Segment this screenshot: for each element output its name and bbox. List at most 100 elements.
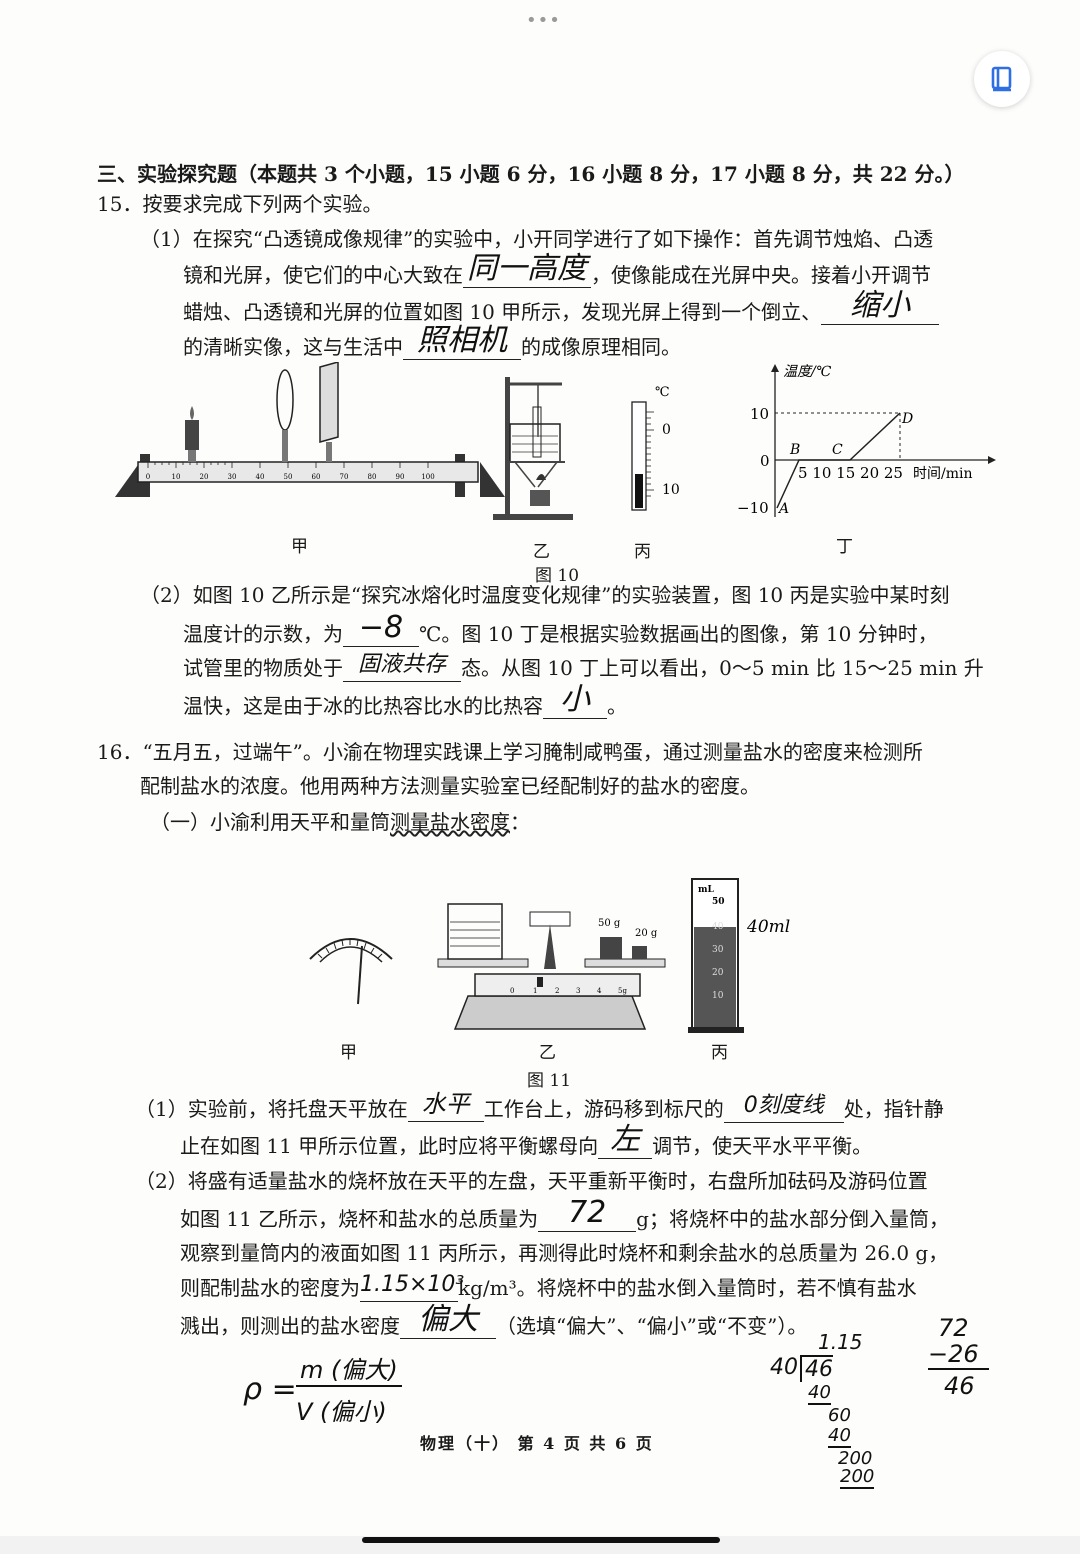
ruler-tick-label: 20 [200, 473, 209, 481]
q15-p2-line4-text-b: 。 [607, 694, 627, 718]
q16-p2-line5: 溅出，则测出的盐水密度偏大 （选填“偏大”、“偏小”或“不变”）。 [180, 1305, 808, 1339]
answer-blank-3: 照相机 [403, 326, 521, 360]
q16-p2-line5-text-a: 溅出，则测出的盐水密度 [180, 1314, 400, 1338]
convex-lens [276, 369, 294, 431]
thermometer: ℃ 0 10 [631, 385, 680, 511]
q16-part1-heading: （一）小渝利用天平和量筒测量盐水密度： [150, 810, 530, 834]
beaker [447, 903, 503, 960]
q16-p1-line2: 止在如图 11 甲所示位置，此时应将平衡螺母向左调节，使天平水平平衡。 [180, 1125, 873, 1159]
q15-p2-line4: 温快，这是由于冰的比热容比水的比热容小。 [183, 685, 627, 719]
cylinder-unit: mL [698, 885, 715, 895]
handwritten-answer: 1.15×10³ [360, 1272, 465, 1297]
rider-tick: 1 [533, 987, 537, 995]
more-options-dots[interactable]: ••• [526, 10, 561, 31]
candle [185, 420, 199, 450]
q16-p1-line1-text-a: （1）实验前，将托盘天平放在 [135, 1097, 408, 1121]
fig11-label-jia: 甲 [340, 1043, 357, 1063]
thermometer-unit: ℃ [655, 385, 670, 400]
handwritten-answer: 缩小 [850, 288, 911, 323]
weight-label-20g: 20 g [635, 928, 658, 939]
q15-p1-line2: 镜和光屏，使它们的中心大致在同一高度，使像能成在光屏中央。接着小开调节 [183, 254, 931, 288]
q15-p2-line2-text-b: ℃。图 10 丁是根据实验数据画出的图像，第 10 分钟时， [419, 622, 938, 646]
rider-tick: 0 [510, 987, 514, 995]
answer-blank-11: 1.15×10³ [360, 1273, 464, 1302]
note-denominator: V (偏小) [296, 1398, 387, 1426]
note-division-quotient: 1.15 [818, 1330, 863, 1354]
q16-p2-line1: （2）将盛有适量盐水的烧杯放在天平的左盘，天平重新平衡时，右盘所加砝码及游码位置 [135, 1169, 928, 1193]
graph-y-0: 0 [760, 452, 770, 470]
handwritten-answer: −8 [358, 610, 404, 645]
note-density-symbol: ρ = [243, 1372, 297, 1407]
q15-p2-line1: （2）如图 10 乙所示是“探究冰熔化时温度变化规律”的实验装置，图 10 丙是… [140, 583, 950, 607]
note-division-step: 200 [840, 1466, 875, 1489]
note-division-step: 200 [838, 1448, 873, 1469]
cylinder-handwritten-note: 40ml [746, 917, 790, 937]
light-screen [319, 362, 339, 443]
q15-p1-line4-text-b: 的成像原理相同。 [521, 335, 681, 359]
note-division-step: 40 [808, 1382, 831, 1405]
handwritten-answer: 72 [568, 1195, 607, 1230]
handwritten-answer: 偏大 [418, 1302, 478, 1337]
book-reader-button[interactable] [974, 51, 1030, 107]
graph-curve [776, 412, 901, 509]
q15-p2-line2: 温度计的示数，为−8℃。图 10 丁是根据实验数据画出的图像，第 10 分钟时， [183, 613, 938, 647]
answer-blank-5: 固液共存 [343, 653, 461, 682]
q15-p1-line4-text-a: 的清晰实像，这与生活中 [183, 335, 403, 359]
q16-p1-line2-text-b: 调节，使天平水平平衡。 [652, 1134, 873, 1158]
note-subtraction-result: 46 [944, 1372, 975, 1400]
figure-10: 0 10 20 30 40 50 60 70 80 90 100 [115, 362, 996, 520]
q16-part1-text-a: （一）小渝利用天平和量筒 [150, 810, 390, 834]
q15-intro: 15．按要求完成下列两个实验。 [97, 192, 383, 216]
cylinder-mark-30: 30 [712, 945, 724, 955]
cylinder-mark-40: 40 [712, 922, 724, 932]
q15-p2-line3: 试管里的物质处于固液共存态。从图 10 丁上可以看出，0～5 min 比 15～… [183, 653, 984, 682]
q15-p1-line3: 蜡烛、凸透镜和光屏的位置如图 10 甲所示，发现光屏上得到一个倒立、缩小 [183, 291, 940, 325]
answer-blank-2: 缩小 [821, 291, 940, 325]
book-reader-icon [991, 66, 1012, 92]
weight-20g [632, 946, 647, 959]
home-indicator-bar[interactable] [362, 1537, 720, 1543]
ruler-tick-label: 70 [340, 473, 349, 481]
balance-scale: 50 g 20 g 0 1 2 3 4 5g [437, 903, 666, 1030]
handwritten-answer: 固液共存 [357, 652, 446, 677]
q16-p2-line4-text-b: kg/m³。将烧杯中的盐水倒入量筒时，若不慎有盐水 [458, 1276, 917, 1300]
cylinder-liquid [694, 927, 736, 1027]
q16-line2: 配制盐水的浓度。他用两种方法测量实验室已经配制好的盐水的密度。 [140, 774, 760, 798]
flame [190, 406, 194, 420]
q16-p2-line5-text-b: （选填“偏大”、“偏小”或“不变”）。 [496, 1314, 808, 1338]
q16-part1-text-c: ： [510, 810, 530, 834]
temperature-time-graph: 温度/℃ 10 0 −10 5 10 15 20 25 时间/min A B C… [737, 364, 996, 517]
fig10-label-ding: 丁 [836, 537, 853, 557]
handwritten-answer: 照相机 [417, 323, 507, 358]
answer-blank-8: 0刻度线 [723, 1094, 844, 1123]
answer-blank-7: 水平 [407, 1092, 484, 1122]
pointer-needle [357, 945, 363, 1005]
graph-point-d: D [901, 411, 913, 427]
note-division-dividend: 46 [800, 1355, 833, 1382]
ruler-tick-label: 0 [146, 473, 150, 481]
answer-blank-10: 72 [538, 1198, 637, 1232]
ruler-tick-label: 80 [368, 473, 377, 481]
graph-y-10: 10 [750, 405, 769, 423]
answer-blank-9: 左 [598, 1125, 653, 1159]
handwritten-answer: 左 [610, 1122, 641, 1157]
answer-blank-6: 小 [543, 685, 607, 719]
ruler-ticks [147, 462, 429, 468]
thermometer-label-0: 0 [662, 422, 671, 438]
ruler-tick-label: 30 [228, 473, 237, 481]
answer-blank-4: −8 [343, 613, 419, 647]
graph-point-a: A [777, 501, 789, 517]
q15-p1-line2-text-b: ，使像能成在光屏中央。接着小开调节 [591, 263, 931, 287]
weight-50g [600, 937, 622, 959]
q15-p1-line4: 的清晰实像，这与生活中照相机的成像原理相同。 [183, 326, 681, 360]
note-subtraction-subtrahend: −26 [928, 1340, 989, 1370]
melting-apparatus [493, 377, 573, 520]
ruler-tick-label: 100 [421, 473, 434, 481]
optical-bench-diagram: 0 10 20 30 40 50 60 70 80 90 100 [115, 362, 505, 497]
rider [537, 977, 543, 987]
graph-point-b: B [789, 442, 800, 458]
fig10-label-jia: 甲 [291, 537, 308, 557]
q16-p1-line1-text-c: 处，指针静 [843, 1097, 944, 1121]
fig10-label-yi: 乙 [533, 542, 550, 562]
